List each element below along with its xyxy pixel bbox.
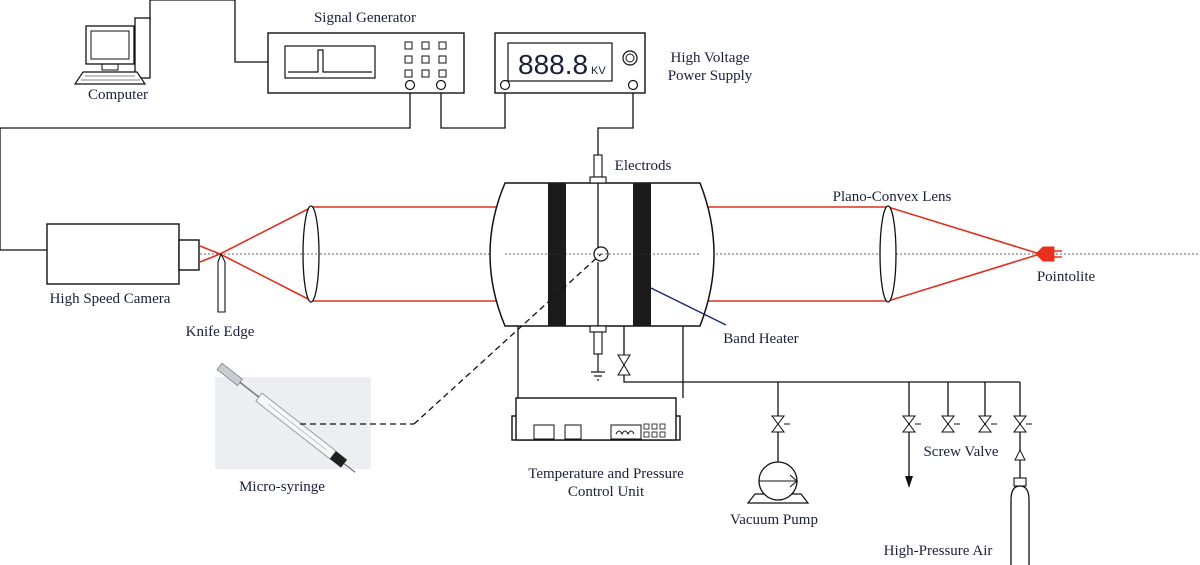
- air-valve-icon: [1013, 415, 1032, 433]
- combustion-chamber: [489, 154, 715, 372]
- hv-display-unit: KV: [591, 65, 606, 77]
- high-speed-camera: [46, 223, 200, 285]
- pressure-regulator-icon: [1014, 448, 1026, 461]
- band-heater-right: [633, 183, 651, 326]
- gas-cylinder-icon: [1010, 477, 1030, 565]
- syringe-leader-diagonal: [413, 253, 602, 425]
- chamber-valve-icon: [617, 354, 631, 376]
- control-wiring: [0, 0, 634, 251]
- band-heater-label: Band Heater: [723, 331, 798, 347]
- computer-label: Computer: [88, 87, 148, 103]
- hv-label-line2: Power Supply: [668, 68, 753, 84]
- screw-valve-label: Screw Valve: [923, 444, 998, 460]
- band-heater-left: [548, 183, 566, 326]
- screw-valve-1-icon: [902, 415, 921, 433]
- pointolite-icon: [1035, 246, 1062, 262]
- signal-out2-knob-icon: [435, 79, 447, 91]
- tpc-label-line1: Temperature and Pressure: [528, 466, 684, 482]
- screw-valve-3-icon: [978, 415, 997, 433]
- knife-edge-label: Knife Edge: [186, 324, 255, 340]
- high-voltage-power-supply: 888.8 KV: [494, 32, 646, 94]
- knife-edge-icon: [217, 252, 226, 313]
- micro-syringe-label: Micro-syringe: [239, 479, 325, 495]
- temperature-pressure-control-unit: [511, 397, 681, 441]
- signal-generator: [267, 32, 465, 94]
- plano-convex-lens-icon: [879, 205, 897, 303]
- ground-icon: [591, 371, 605, 381]
- hv-label-line1: High Voltage: [670, 50, 749, 66]
- hv-display-value: 888.8: [518, 49, 588, 80]
- high-pressure-air-label: High-Pressure Air: [884, 543, 993, 559]
- tpc-label-line2: Control Unit: [568, 484, 645, 500]
- screw-valve-2-icon: [941, 415, 960, 433]
- high-speed-camera-label: High Speed Camera: [50, 291, 171, 307]
- vacuum-pump-icon: [746, 461, 810, 504]
- plano-convex-lens-label: Plano-Convex Lens: [833, 189, 952, 205]
- electrods-label: Electrods: [615, 158, 672, 174]
- signal-generator-buttons: [404, 41, 447, 78]
- schlieren-beam: [199, 206, 1041, 302]
- signal-generator-label: Signal Generator: [314, 10, 416, 26]
- pointolite-label: Pointolite: [1037, 269, 1096, 285]
- band-heater-leader: [650, 287, 727, 326]
- vacuum-valve-icon: [771, 415, 790, 433]
- signal-out-knob-icon: [404, 79, 416, 91]
- computer-icon: [73, 17, 151, 85]
- syringe-photo: [215, 362, 371, 473]
- exhaust-arrow-icon: [905, 476, 913, 488]
- vacuum-pump-label: Vacuum Pump: [730, 512, 818, 528]
